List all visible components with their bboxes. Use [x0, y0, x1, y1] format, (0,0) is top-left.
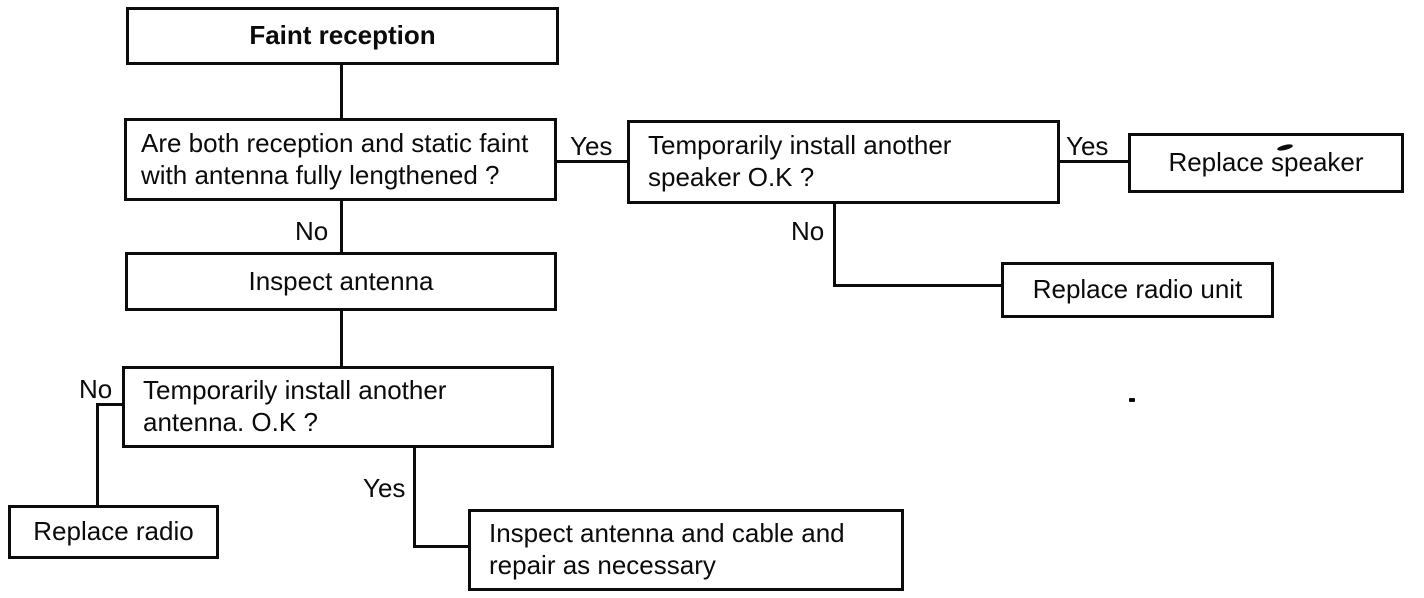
- connector-reception-yes-to-speaker-question: [556, 160, 628, 163]
- edge-label-no-speaker: No: [791, 216, 825, 246]
- node-question-reception-static: Are both reception and static faint with…: [124, 118, 557, 201]
- node-label-line1: Are both reception and static faint: [141, 127, 529, 158]
- node-label: Replace speaker: [1168, 147, 1364, 178]
- node-inspect-antenna: Inspect antenna: [125, 252, 557, 311]
- node-label: Replace radio unit: [1032, 274, 1243, 305]
- connector-antenna-yes-horizontal: [413, 545, 470, 548]
- node-replace-radio: Replace radio: [8, 505, 219, 559]
- node-label-line1: Inspect antenna and cable and: [489, 518, 845, 549]
- connector-antenna-no-stub: [96, 403, 124, 406]
- connector-antenna-yes-vertical: [413, 446, 416, 548]
- node-label-line2: repair as necessary: [489, 550, 716, 580]
- connector-speaker-no-vertical: [833, 202, 836, 287]
- node-question-install-speaker: Temporarily install another speaker O.K …: [627, 120, 1060, 204]
- connector-antenna-no-vertical: [96, 403, 99, 506]
- node-replace-radio-unit: Replace radio unit: [1001, 262, 1274, 318]
- connector-faint-to-question: [340, 64, 343, 119]
- node-question-install-antenna: Temporarily install another antenna. O.K…: [122, 366, 554, 448]
- node-label-line2: with antenna fully lengthened ?: [141, 159, 500, 190]
- node-replace-speaker: Replace speaker: [1128, 133, 1404, 193]
- connector-reception-no-to-inspect-antenna: [340, 199, 343, 253]
- node-label: Replace radio: [33, 516, 194, 547]
- node-faint-reception: Faint reception: [126, 7, 559, 65]
- node-label-line1: Temporarily install another: [648, 130, 952, 161]
- node-label: Faint reception: [249, 20, 436, 51]
- node-label: Inspect antenna: [248, 265, 434, 296]
- edge-label-no-reception: No: [295, 216, 329, 246]
- edge-label-no-antenna: No: [79, 374, 113, 404]
- node-inspect-antenna-cable-repair: Inspect antenna and cable and repair as …: [468, 509, 904, 591]
- connector-inspect-to-antenna-question: [340, 309, 343, 367]
- scan-artifact-dot: [1129, 398, 1135, 402]
- edge-label-yes-reception: Yes: [570, 131, 613, 161]
- edge-label-yes-antenna: Yes: [363, 473, 406, 503]
- connector-speaker-yes-to-replace-speaker: [1058, 160, 1129, 163]
- connector-speaker-no-horizontal: [833, 284, 1003, 287]
- node-label-line1: Temporarily install another: [143, 375, 447, 406]
- edge-label-yes-speaker: Yes: [1066, 131, 1109, 161]
- node-label-line2: antenna. O.K ?: [143, 407, 318, 437]
- node-label-line2: speaker O.K ?: [648, 162, 815, 192]
